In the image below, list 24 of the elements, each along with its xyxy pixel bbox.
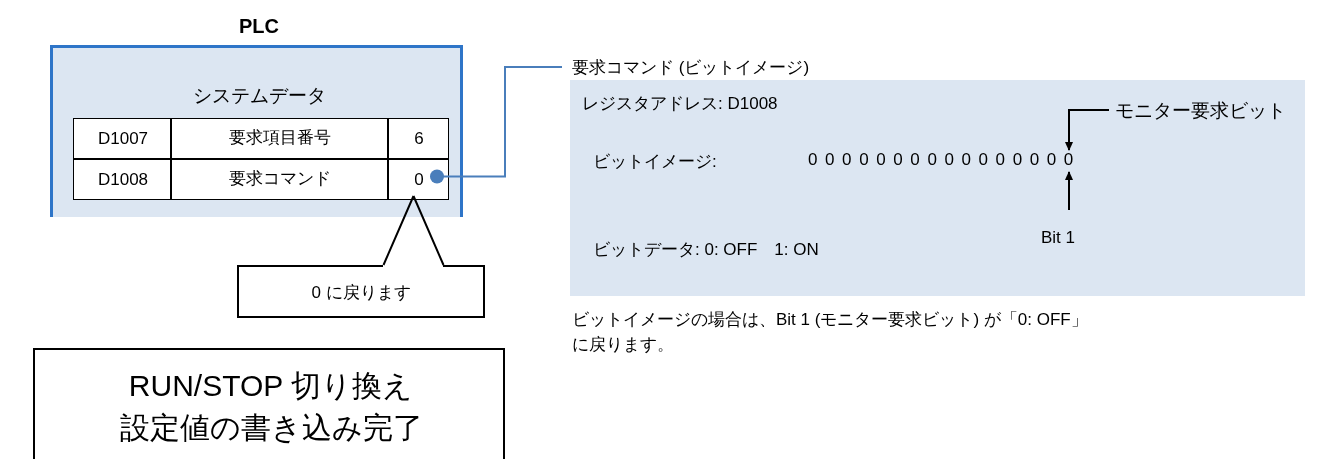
table-cell: 0 (388, 159, 449, 200)
register-address-text: レジスタアドレス: D1008 (582, 93, 778, 115)
table-cell: D1008 (73, 159, 171, 200)
table-cell: D1007 (73, 118, 171, 159)
note-text: ビットイメージの場合は、Bit 1 (モニター要求ビット) が「0: OFF」に戻ります。 (572, 309, 1089, 356)
table-cell: 6 (388, 118, 449, 159)
annotation-text: モニター要求ビット (1112, 98, 1322, 122)
panel-title: PLC (239, 15, 279, 38)
status-box (33, 348, 505, 459)
annotation-text: Bit 1 (1030, 228, 1086, 252)
panel-heading: システムデータ (192, 84, 326, 108)
panel-heading: 要求コマンド (ビットイメージ) (572, 57, 810, 79)
bit-string: 0000000000000000 (806, 150, 1086, 172)
status-text: 設定値の書き込み完了 (119, 410, 423, 446)
status-text: RUN/STOP 切り換え (128, 368, 414, 404)
bit-data-text: ビットデータ: 0: OFF 1: ON (593, 239, 819, 261)
connector-line (430, 66, 563, 184)
arrow (1065, 171, 1073, 211)
arrow (1065, 109, 1110, 151)
callout-box: 0 に戻ります (237, 265, 485, 318)
callout-pointer (382, 195, 445, 266)
table-cell: 要求コマンド (171, 159, 388, 200)
bit-image-text: ビットイメージ: (593, 151, 717, 173)
table-cell: 要求項目番号 (171, 118, 388, 159)
